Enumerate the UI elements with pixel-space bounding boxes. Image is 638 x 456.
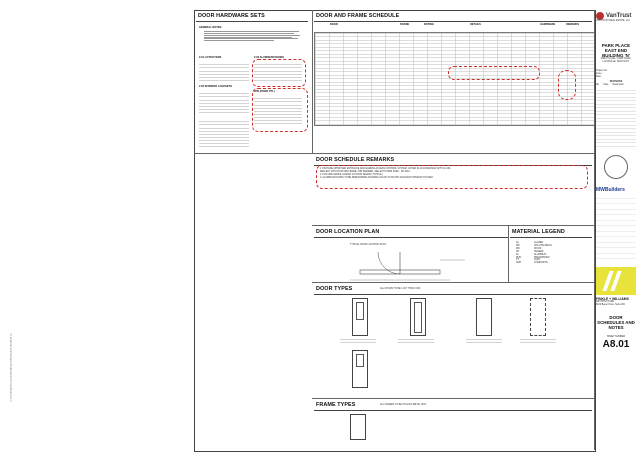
door-type-caption xyxy=(340,337,376,346)
hw-set-aluminum: 2.03 ALUMINUM DOORS xyxy=(254,56,285,59)
col-rating: RATING xyxy=(424,23,434,26)
project-no-label: Project No.: xyxy=(596,69,608,72)
material-desc: WOOD xyxy=(534,247,542,250)
material-code: GL xyxy=(516,242,520,244)
door-type-full-glass xyxy=(410,298,426,336)
architect-address: 9100 Bauer Drive, Suite 200 xyxy=(596,304,625,307)
sheet-title: DOOR SCHEDULES AND NOTES xyxy=(597,315,635,331)
consultant-list xyxy=(596,193,636,264)
project-name: PARK PLACE EAST END BUILDING 'N' xyxy=(601,42,631,58)
door-type-caption xyxy=(520,337,556,346)
remark-line: 3. ALUMINUM DOORS TO BE PREFINISHED ANOD… xyxy=(320,176,434,179)
architect-name: FINKLE + WILLIAMS xyxy=(596,297,629,302)
revision-cloud xyxy=(558,70,576,100)
material-desc: VENEER xyxy=(534,250,544,253)
location-caption: TYPICAL DOOR LOCATION PLAN xyxy=(350,244,386,246)
hw-set-interior: 2.02 INTERIOR LOCKSETS xyxy=(199,85,233,88)
material-desc: PREFINISHED xyxy=(534,256,550,259)
location-title: DOOR LOCATION PLAN xyxy=(316,229,380,235)
project-address: PARK PLACE / CAMP FILES, LOUISVILLE, KEN… xyxy=(600,57,632,63)
remark-line: 2. INCLUDE SMOKE GASKET AT DOOR SEAMS (T… xyxy=(320,173,383,176)
door-type-caption xyxy=(398,337,434,346)
general-notes-head: GENERAL NOTES: xyxy=(199,26,223,29)
door-type-fixed xyxy=(352,350,368,388)
general-notes-text xyxy=(204,30,304,42)
issue-label: Issue: xyxy=(596,72,603,75)
col-hardware: HARDWARE xyxy=(540,23,556,26)
material-desc: PAINT xyxy=(534,259,541,262)
material-code: VN xyxy=(516,250,520,253)
material-desc: HOLLOW METAL xyxy=(534,244,553,247)
sheet-number-label: SHEET NUMBER xyxy=(606,336,626,339)
revision-cloud xyxy=(252,59,306,87)
col-door: DOOR xyxy=(330,23,338,26)
vantrust-icon xyxy=(596,12,604,20)
material-code: WD xyxy=(516,247,520,250)
material-code: PFIN xyxy=(516,256,522,259)
date-label: Date: xyxy=(596,75,602,78)
hw-set-lines xyxy=(254,96,302,126)
door-types-note: ALL DOORS TO BE 1-3/4" THICK UNO xyxy=(380,288,421,290)
material-title: MATERIAL LEGEND xyxy=(512,229,565,235)
file-path-stamp: C:\Users\Public\Documents\Revit\Projects… xyxy=(10,333,13,402)
remarks-title: DOOR SCHEDULE REMARKS xyxy=(316,157,395,163)
client-sub: VAN TRUST REAL ESTATE, LLC xyxy=(596,20,631,22)
client-brand: VanTrust xyxy=(606,13,632,19)
architect-logo xyxy=(596,267,636,296)
remark-line: 1. PROVIDE APPROVED ENTRANCE AND EGRESS … xyxy=(320,168,452,170)
revision-cloud xyxy=(448,66,540,80)
door-type-caption xyxy=(466,337,502,346)
door-type-aluminum xyxy=(530,298,546,336)
hw-set-lines xyxy=(199,91,249,115)
hw-set-lines xyxy=(199,62,249,82)
material-code: HM xyxy=(516,244,520,247)
hardware-title: DOOR HARDWARE SETS xyxy=(198,13,265,19)
material-desc: GLAZED xyxy=(534,242,544,244)
architect-sub: ARCHITECTURE xyxy=(596,301,614,304)
client-logo: VanTrust xyxy=(596,12,636,20)
hw-set-lines xyxy=(199,119,249,149)
remark-line: REFLECT 2HR OR 90 MIN FRAME. 2HR BARRIER… xyxy=(320,170,411,173)
remarks-list: 1. PROVIDE APPROVED ENTRANCE AND EGRESS … xyxy=(320,168,585,180)
material-code: PT xyxy=(516,259,519,262)
hardware-panel: DOOR HARDWARE SETS GENERAL NOTES: 2.01 L… xyxy=(196,12,310,152)
hw-set-lot-foyers: 2.01 LOT/FOYERS xyxy=(199,56,222,59)
door-type-glazed xyxy=(352,298,368,336)
sheet-number: A8.01 xyxy=(602,338,630,350)
col-details: DETAILS xyxy=(470,23,481,26)
frame-type-1 xyxy=(350,414,366,440)
material-desc: ALUMINUM xyxy=(534,253,547,256)
frame-types-note: ALL FRAMES TO BE HOLLOW METAL UNO xyxy=(380,404,427,406)
revision-cloud xyxy=(252,88,308,132)
door-location-plan-drawing xyxy=(350,251,465,281)
material-code: CMP xyxy=(516,262,522,265)
door-type-flush xyxy=(476,298,492,336)
col-remarks: REMARKS xyxy=(566,23,580,26)
material-desc: COMPOSITE xyxy=(534,262,548,265)
col-frame: FRAME xyxy=(400,23,410,26)
hw-set-lines xyxy=(254,62,302,82)
architect-seal xyxy=(604,155,628,180)
revisions-head: REVISIONS xyxy=(609,81,623,84)
schedule-title: DOOR AND FRAME SCHEDULE xyxy=(316,13,400,19)
hw-set-fixed: 2PR (FIXED PTL) xyxy=(254,90,275,93)
revision-rows xyxy=(596,87,636,148)
material-code: AL xyxy=(516,253,519,256)
door-types-title: DOOR TYPES xyxy=(316,286,353,292)
sheet-border xyxy=(194,10,596,452)
title-block: VanTrust VAN TRUST REAL ESTATE, LLC PARK… xyxy=(596,12,636,350)
revision-cloud xyxy=(316,165,588,189)
frame-types-title: FRAME TYPES xyxy=(316,402,356,408)
engineer-logo: MWBuilders xyxy=(596,187,625,194)
